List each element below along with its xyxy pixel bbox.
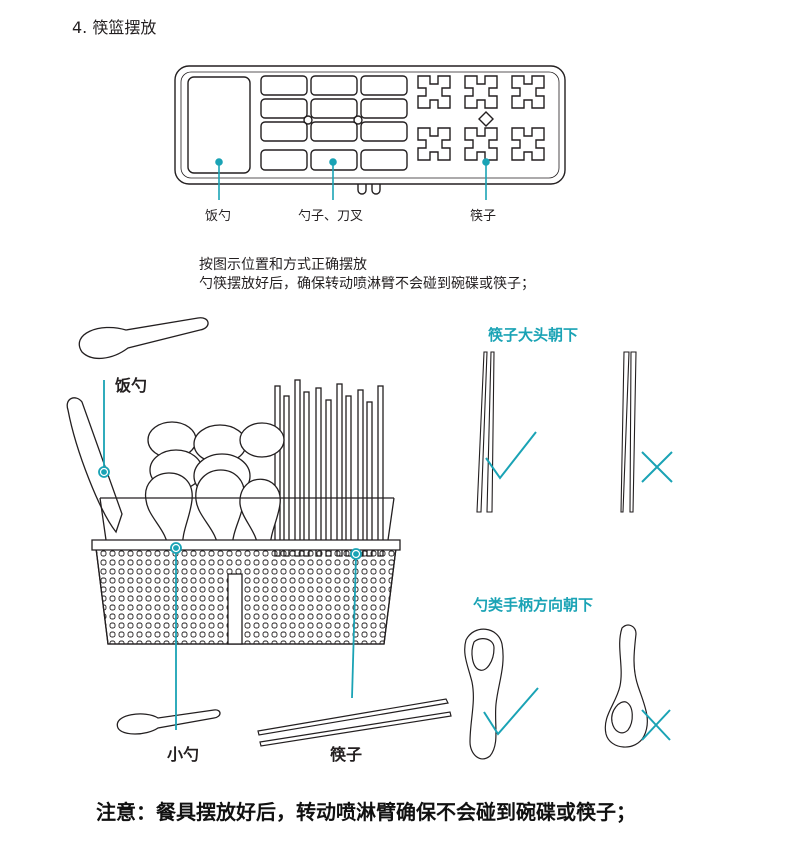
section-title: 筷篮摆放 (92, 18, 157, 37)
chopsticks-wrong-example (620, 351, 637, 513)
cross-icon (641, 709, 671, 741)
check-icon (485, 431, 537, 480)
label-rice-scoop-slot: 饭勺 (205, 209, 232, 224)
spoon-rule-title: 勺类手柄方向朝下 (473, 596, 594, 614)
cutlery-tray-diagram (174, 65, 566, 195)
rice-scoop-icon (78, 317, 209, 359)
spoon-wrong-example (604, 624, 648, 748)
footer-note: 注意：餐具摆放好后，转动喷淋臂确保不会碰到碗碟或筷子； (96, 800, 636, 824)
cross-icon (641, 451, 673, 483)
label-small-spoon: 小勺 (167, 745, 200, 764)
section-heading: 4. 筷篮摆放 (72, 14, 156, 38)
small-spoon-icon (116, 709, 221, 735)
spoon-knife-fork-slots (260, 75, 408, 171)
cutlery-basket (66, 379, 401, 645)
instruction-line-2: 勺筷摆放好后，确保转动喷淋臂不会碰到碗碟或筷子； (199, 276, 535, 292)
section-number: 4. (72, 18, 88, 37)
chopstick-slots (417, 75, 545, 161)
tray-outline (174, 65, 566, 185)
chopsticks-correct-example (476, 351, 495, 513)
check-icon (483, 687, 539, 736)
top-leader-lines (215, 158, 490, 200)
basket-leader-lines (98, 380, 362, 730)
label-rice-scoop: 饭勺 (115, 376, 148, 395)
label-chopsticks: 筷子 (330, 745, 363, 764)
label-spoon-knife-fork-slot: 勺子、刀叉 (298, 209, 364, 224)
loose-chopsticks-icon (257, 698, 452, 747)
instruction-line-1: 按图示位置和方式正确摆放 (199, 257, 367, 273)
spoon-correct-example (464, 628, 504, 760)
chopstick-rule-title: 筷子大头朝下 (488, 326, 579, 344)
label-chopsticks-slot: 筷子 (470, 209, 497, 224)
